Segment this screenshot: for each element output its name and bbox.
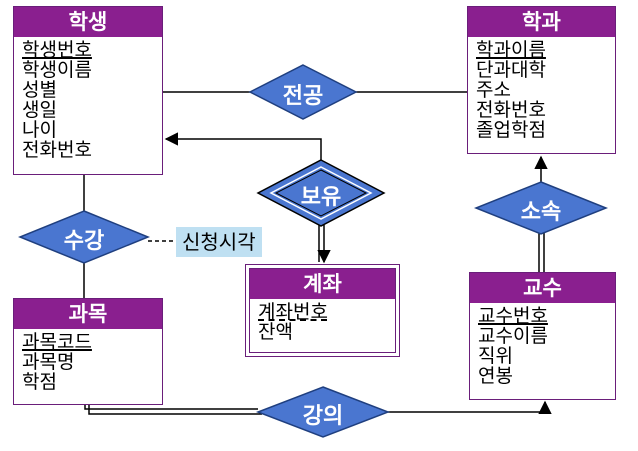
entity-department-attributes: 학과이름 단과대학 주소 전화번호 졸업학점 bbox=[468, 37, 615, 140]
entity-account: 계좌 계좌번호 잔액 bbox=[245, 264, 400, 357]
entity-professor-title: 교수 bbox=[470, 273, 615, 303]
relationship-major-diamond bbox=[248, 64, 358, 120]
attribute: 과목명 bbox=[22, 351, 75, 373]
attribute-primary-key: 과목코드 bbox=[22, 331, 92, 353]
attribute: 단과대학 bbox=[476, 59, 546, 81]
attribute: 주소 bbox=[476, 79, 511, 101]
entity-professor-attributes: 교수번호 교수이름 직위 연봉 bbox=[470, 303, 615, 386]
entity-student-attributes: 학생번호 학생이름 성별 생일 나이 전화번호 bbox=[14, 37, 162, 160]
attribute-primary-key: 교수번호 bbox=[478, 305, 548, 327]
relationship-teach-label: 강의 bbox=[302, 404, 344, 429]
attribute-primary-key: 학과이름 bbox=[476, 39, 546, 61]
attribute-partial-key: 계좌번호 bbox=[258, 301, 328, 323]
attribute: 성별 bbox=[22, 79, 57, 101]
relationship-owns-label: 보유 bbox=[300, 185, 342, 210]
entity-professor: 교수 교수번호 교수이름 직위 연봉 bbox=[469, 272, 616, 400]
attribute: 전화번호 bbox=[476, 99, 546, 121]
line-owns-student bbox=[164, 132, 322, 160]
enroll-attribute-box: 신청시각 bbox=[176, 227, 262, 257]
attribute: 연봉 bbox=[478, 365, 513, 387]
attribute: 전화번호 bbox=[22, 139, 92, 161]
entity-course-title: 과목 bbox=[14, 299, 162, 329]
attribute: 생일 bbox=[22, 99, 57, 121]
entity-account-title: 계좌 bbox=[250, 269, 395, 299]
attribute: 교수이름 bbox=[478, 325, 548, 347]
line-teach-professor bbox=[388, 400, 552, 415]
entity-course: 과목 과목코드 과목명 학점 bbox=[13, 298, 163, 405]
entity-department: 학과 학과이름 단과대학 주소 전화번호 졸업학점 bbox=[467, 6, 616, 154]
attribute-primary-key: 학생번호 bbox=[22, 39, 92, 61]
entity-course-attributes: 과목코드 과목명 학점 bbox=[14, 329, 162, 392]
entity-student-title: 학생 bbox=[14, 7, 162, 37]
attribute: 학점 bbox=[22, 371, 57, 393]
relationship-belongs-diamond bbox=[473, 181, 609, 235]
attribute: 잔액 bbox=[258, 321, 293, 343]
entity-account-attributes: 계좌번호 잔액 bbox=[250, 299, 395, 342]
relationship-owns-diamond-outer bbox=[256, 159, 386, 227]
entity-department-title: 학과 bbox=[468, 7, 615, 37]
relationship-owns-diamond-inner-edge bbox=[274, 169, 368, 217]
line-course-teach-2 bbox=[88, 405, 262, 415]
attribute: 나이 bbox=[22, 119, 57, 141]
relationship-enroll-diamond bbox=[18, 210, 150, 264]
entity-student: 학생 학생번호 학생이름 성별 생일 나이 전화번호 bbox=[13, 6, 163, 175]
line-course-teach-1 bbox=[84, 405, 258, 410]
relationship-belongs-label: 소속 bbox=[520, 200, 562, 225]
relationship-major-label: 전공 bbox=[282, 84, 324, 109]
attribute: 졸업학점 bbox=[476, 119, 546, 141]
attribute: 학생이름 bbox=[22, 59, 92, 81]
relationship-teach-diamond bbox=[255, 386, 391, 438]
attribute: 직위 bbox=[478, 345, 513, 367]
relationship-owns-diamond-inner bbox=[269, 166, 373, 220]
relationship-enroll-label: 수강 bbox=[63, 229, 105, 254]
